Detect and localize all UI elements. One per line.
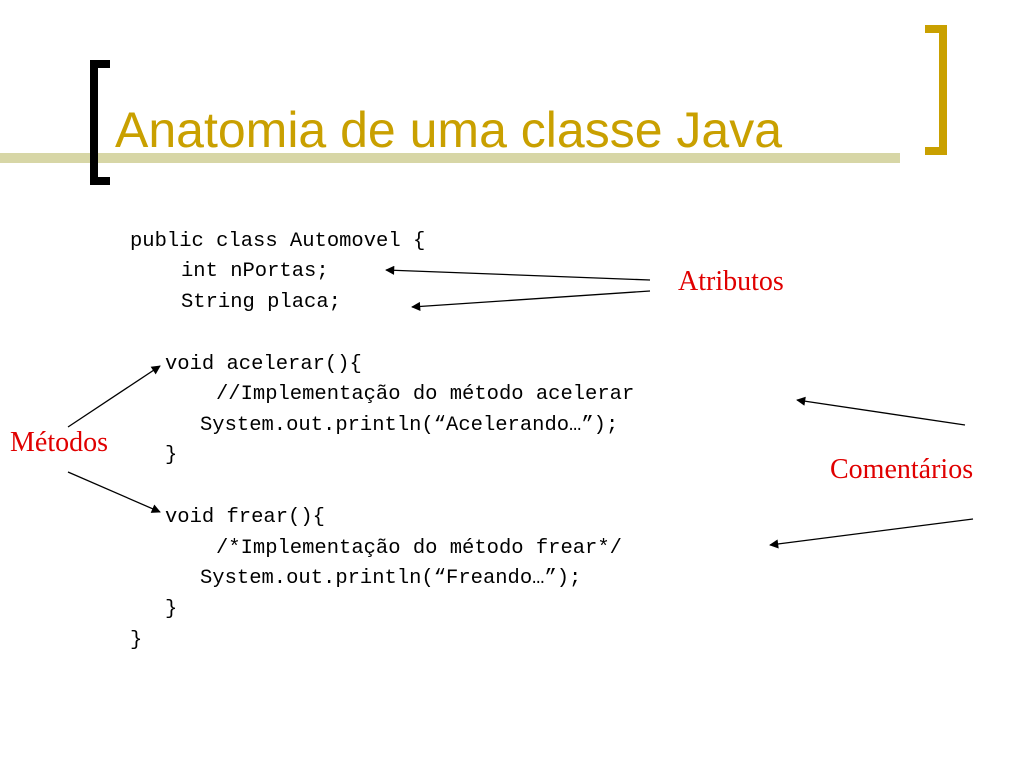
label-metodos: Métodos — [10, 427, 108, 458]
arrow-comentario-acelerar — [796, 396, 966, 426]
code-line: void acelerar(){ — [165, 353, 362, 376]
label-atributos: Atributos — [678, 266, 784, 297]
left-bracket-decoration — [90, 60, 110, 185]
code-line: String placa; — [181, 291, 341, 314]
arrow-atributos-nportas — [385, 265, 651, 281]
title-band — [0, 153, 900, 163]
code-line: void frear(){ — [165, 506, 325, 529]
slide-title: Anatomia de uma classe Java — [115, 102, 783, 158]
code-line: //Implementação do método acelerar — [216, 383, 635, 406]
code-line: System.out.println(“Freando…”); — [200, 567, 582, 590]
arrow-metodos-acelerar — [67, 365, 161, 428]
code-line: public class Automovel { — [130, 230, 426, 253]
code-line: int nPortas; — [181, 260, 329, 283]
label-comentarios: Comentários — [830, 454, 974, 485]
code-line: } — [165, 598, 178, 621]
code-line: System.out.println(“Acelerando…”); — [200, 414, 619, 437]
right-bracket-decoration — [925, 25, 947, 155]
arrow-metodos-frear — [67, 471, 161, 513]
arrow-atributos-placa — [411, 290, 651, 311]
code-line: } — [130, 629, 143, 652]
arrow-comentario-frear — [769, 518, 974, 549]
code-line: /*Implementação do método frear*/ — [216, 537, 622, 560]
code-line: } — [165, 444, 178, 467]
